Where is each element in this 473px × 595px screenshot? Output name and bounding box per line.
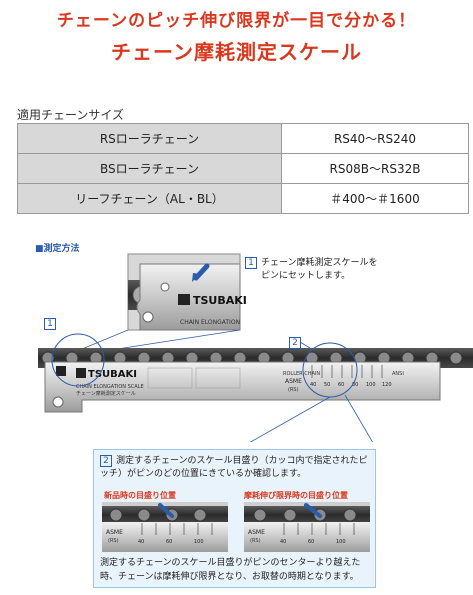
table-row: リーフチェーン（AL・BL） ＃400～＃1600 [17, 183, 469, 214]
elongation-scale-plate: TSUBAKI CHAIN ELONGATION SCALE チェーン摩耗測定ス… [44, 361, 441, 413]
step2-marker: 2 [289, 337, 305, 350]
step1-callout: 1 チェーン摩耗測定スケールを ピンにセットします。 [245, 257, 378, 283]
limit-position-label: 摩耗伸び限界時の目盛り位置 [244, 491, 348, 500]
chain-type-cell: RSローラチェーン [17, 123, 282, 154]
worn-chain-detail-image: ASME (RS) 40 60 100 [244, 502, 370, 552]
svg-text:60: 60 [308, 539, 314, 545]
svg-text:ASME: ASME [106, 529, 123, 536]
svg-text:ASME: ASME [248, 529, 265, 536]
ansi-text: ANSI [392, 371, 404, 377]
svg-text:(RS): (RS) [250, 538, 261, 544]
caption-zoom-text: CHAIN ELONGATION [180, 319, 240, 326]
caption-en-text: CHAIN ELONGATION SCALE [76, 384, 144, 390]
scale-on-chain-illustration: TSUBAKI CHAIN ELONGATION TSUBAKI CHAIN E… [38, 253, 473, 442]
brand-text: TSUBAKI [88, 369, 137, 380]
pitch-label: 50 [324, 382, 330, 388]
step1-marker: 1 [44, 318, 60, 331]
size-range-cell: RS08B～RS32B [281, 153, 469, 184]
svg-text:100: 100 [336, 539, 346, 545]
step2-number: 2 [100, 455, 112, 467]
svg-text:(RS): (RS) [108, 538, 119, 544]
svg-text:60: 60 [166, 539, 172, 545]
svg-text:40: 40 [138, 539, 144, 545]
size-range-cell: RS40～RS240 [281, 123, 469, 154]
table-row: RSローラチェーン RS40～RS240 [17, 123, 469, 154]
pitch-label: 120 [382, 382, 392, 388]
arrow-icon [158, 503, 174, 518]
table-row: BSローラチェーン RS08B～RS32B [17, 153, 469, 184]
roller-chain-text: ROLLER CHAIN [283, 371, 320, 377]
pitch-label: 40 [310, 382, 316, 388]
pitch-label: 100 [366, 382, 376, 388]
step1-text-b: ピンにセットします。 [261, 271, 351, 281]
conclusion-text: 測定するチェーンのスケール目盛りがピンのセンターより越えた時、チェーンは摩耗伸び… [100, 558, 361, 582]
brand-zoom-text: TSUBAKI [193, 294, 247, 307]
applicable-sizes-label: 適用チェーンサイズ [17, 108, 125, 122]
chain-type-cell: リーフチェーン（AL・BL） [17, 183, 282, 214]
chain-type-cell: BSローラチェーン [17, 153, 282, 184]
pitch-label: 60 [338, 382, 344, 388]
step1-text-a: チェーン摩耗測定スケールを [261, 258, 378, 268]
svg-text:40: 40 [280, 539, 286, 545]
headline-line1: チェーンのピッチ伸び限界が一目で分かる！ [56, 11, 417, 31]
zoom-inset: TSUBAKI CHAIN ELONGATION [127, 253, 247, 331]
new-position-label: 新品時の目盛り位置 [104, 491, 176, 500]
step1-number: 1 [245, 257, 257, 269]
asme-sub-text: (RS) [288, 387, 299, 393]
step2-text: 測定するチェーンのスケール目盛り（カッコ内で指定されたピッチ）がピンのどの位置に… [100, 456, 368, 479]
measurement-method-label: ■測定方法 [35, 244, 80, 254]
applicable-sizes-table: RSローラチェーン RS40～RS240 BSローラチェーン RS08B～RS3… [17, 123, 469, 214]
pitch-label: 80 [352, 382, 358, 388]
arrow-icon [304, 503, 322, 518]
caption-jp-text: チェーン摩耗測定スケール [76, 390, 136, 397]
headline-line2: チェーン摩耗測定スケール [111, 40, 362, 64]
new-chain-detail-image: ASME (RS) 40 60 100 [102, 502, 228, 552]
step1-highlight-circle [51, 333, 105, 387]
svg-text:100: 100 [194, 539, 204, 545]
asme-text: ASME [285, 378, 302, 385]
size-range-cell: ＃400～＃1600 [281, 183, 469, 214]
